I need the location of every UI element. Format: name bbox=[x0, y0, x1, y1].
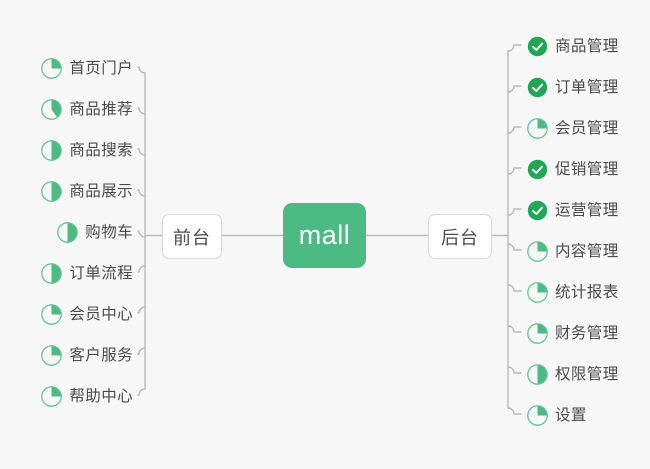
leaf-item-label: 会员管理 bbox=[555, 119, 619, 137]
leaf-item-运营管理[interactable]: 运营管理 bbox=[527, 198, 619, 222]
pie-progress-icon-统计报表 bbox=[527, 281, 548, 303]
pie-progress-icon-商品推荐 bbox=[41, 98, 63, 120]
leaf-item-权限管理[interactable]: 权限管理 bbox=[527, 362, 619, 386]
leaf-item-label: 商品展示 bbox=[69, 182, 133, 200]
check-circle-icon-运营管理 bbox=[527, 200, 548, 221]
check-circle-icon-商品管理 bbox=[527, 36, 548, 57]
leaf-item-购物车[interactable]: 购物车 bbox=[57, 220, 133, 244]
pie-progress-icon-购物车 bbox=[57, 221, 79, 243]
leaf-item-商品搜索[interactable]: 商品搜索 bbox=[41, 138, 133, 162]
leaf-item-会员中心[interactable]: 会员中心 bbox=[41, 302, 133, 326]
pie-progress-icon-权限管理 bbox=[527, 363, 548, 385]
leaf-item-label: 权限管理 bbox=[555, 365, 619, 383]
leaf-item-设置[interactable]: 设置 bbox=[527, 403, 587, 427]
leaf-item-label: 帮助中心 bbox=[69, 387, 133, 405]
pie-progress-icon-商品搜索 bbox=[41, 139, 63, 161]
check-circle-icon-订单管理 bbox=[527, 77, 548, 98]
pie-progress-icon-内容管理 bbox=[527, 240, 548, 262]
pie-progress-icon-帮助中心 bbox=[41, 385, 63, 407]
leaf-item-label: 订单管理 bbox=[555, 78, 619, 96]
leaf-item-label: 购物车 bbox=[85, 223, 133, 241]
leaf-item-财务管理[interactable]: 财务管理 bbox=[527, 321, 619, 345]
leaf-item-label: 内容管理 bbox=[555, 242, 619, 260]
pie-progress-icon-财务管理 bbox=[527, 322, 548, 344]
leaf-item-会员管理[interactable]: 会员管理 bbox=[527, 116, 619, 140]
leaf-item-促销管理[interactable]: 促销管理 bbox=[527, 157, 619, 181]
mid-node-frontend-label: 前台 bbox=[173, 227, 211, 248]
leaf-item-label: 商品推荐 bbox=[69, 100, 133, 118]
leaf-item-label: 商品搜索 bbox=[69, 141, 133, 159]
center-node-mall[interactable]: mall bbox=[283, 203, 366, 268]
leaf-item-label: 运营管理 bbox=[555, 201, 619, 219]
leaf-item-订单管理[interactable]: 订单管理 bbox=[527, 75, 619, 99]
mid-node-backend[interactable]: 后台 bbox=[428, 214, 492, 259]
leaf-item-label: 首页门户 bbox=[69, 59, 133, 77]
pie-progress-icon-首页门户 bbox=[41, 57, 63, 79]
leaf-item-客户服务[interactable]: 客户服务 bbox=[41, 343, 133, 367]
leaf-item-帮助中心[interactable]: 帮助中心 bbox=[41, 384, 133, 408]
leaf-item-label: 客户服务 bbox=[69, 346, 133, 364]
leaf-item-label: 财务管理 bbox=[555, 324, 619, 342]
pie-progress-icon-商品展示 bbox=[41, 180, 63, 202]
check-circle-icon-促销管理 bbox=[527, 159, 548, 180]
leaf-item-label: 商品管理 bbox=[555, 37, 619, 55]
pie-progress-icon-设置 bbox=[527, 404, 548, 426]
leaf-item-内容管理[interactable]: 内容管理 bbox=[527, 239, 619, 263]
pie-progress-icon-会员中心 bbox=[41, 303, 63, 325]
pie-progress-icon-客户服务 bbox=[41, 344, 63, 366]
leaf-item-label: 统计报表 bbox=[555, 283, 619, 301]
pie-progress-icon-会员管理 bbox=[527, 117, 548, 139]
leaf-item-label: 订单流程 bbox=[69, 264, 133, 282]
leaf-item-商品展示[interactable]: 商品展示 bbox=[41, 179, 133, 203]
pie-progress-icon-订单流程 bbox=[41, 262, 63, 284]
leaf-item-商品管理[interactable]: 商品管理 bbox=[527, 34, 619, 58]
leaf-item-label: 设置 bbox=[555, 406, 587, 424]
center-node-label: mall bbox=[298, 220, 351, 250]
leaf-item-统计报表[interactable]: 统计报表 bbox=[527, 280, 619, 304]
leaf-item-商品推荐[interactable]: 商品推荐 bbox=[41, 97, 133, 121]
leaf-item-label: 会员中心 bbox=[69, 305, 133, 323]
leaf-item-首页门户[interactable]: 首页门户 bbox=[41, 56, 133, 80]
mid-node-backend-label: 后台 bbox=[441, 227, 479, 248]
leaf-item-label: 促销管理 bbox=[555, 160, 619, 178]
mid-node-frontend[interactable]: 前台 bbox=[162, 214, 222, 259]
leaf-item-订单流程[interactable]: 订单流程 bbox=[41, 261, 133, 285]
